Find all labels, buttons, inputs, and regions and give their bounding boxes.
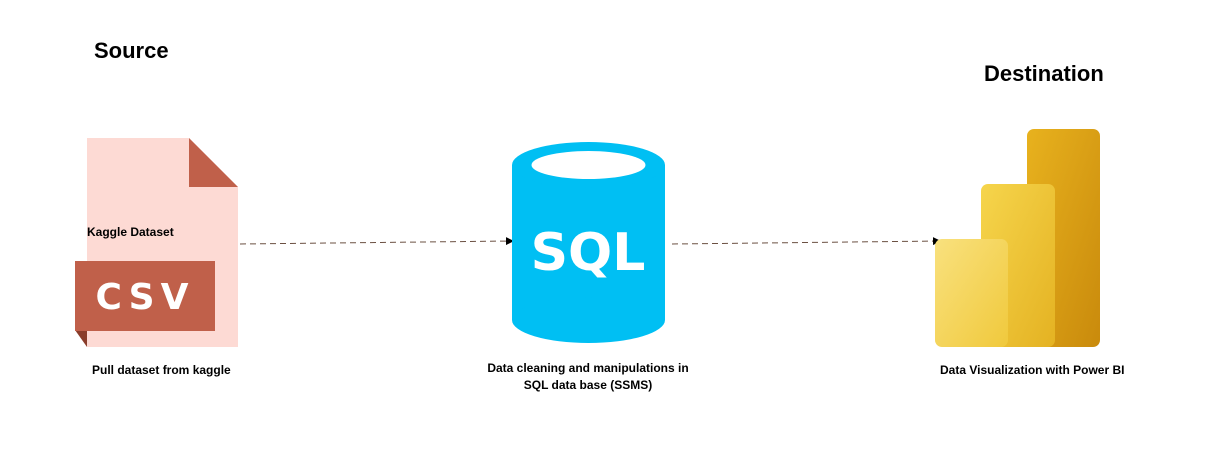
source-caption: Pull dataset from kaggle [92,363,231,377]
arrow-sql-to-powerbi [671,237,941,246]
process-caption: Data cleaning and manipulations in SQL d… [468,360,708,394]
csv-badge-text: CSV [96,277,195,318]
process-caption-line2: SQL data base (SSMS) [523,378,653,392]
source-heading: Source [94,38,169,63]
process-caption-line1: Data cleaning and manipulations in [487,361,689,375]
sql-icon-text: SQL [531,223,646,283]
arrow-source-to-sql [239,237,514,246]
destination-caption: Data Visualization with Power BI [940,363,1125,377]
kaggle-dataset-label: Kaggle Dataset [87,225,174,239]
powerbi-icon [935,129,1100,347]
csv-file-icon: CSV [75,138,238,347]
sql-database-icon: SQL [512,142,665,343]
destination-heading: Destination [984,61,1104,86]
